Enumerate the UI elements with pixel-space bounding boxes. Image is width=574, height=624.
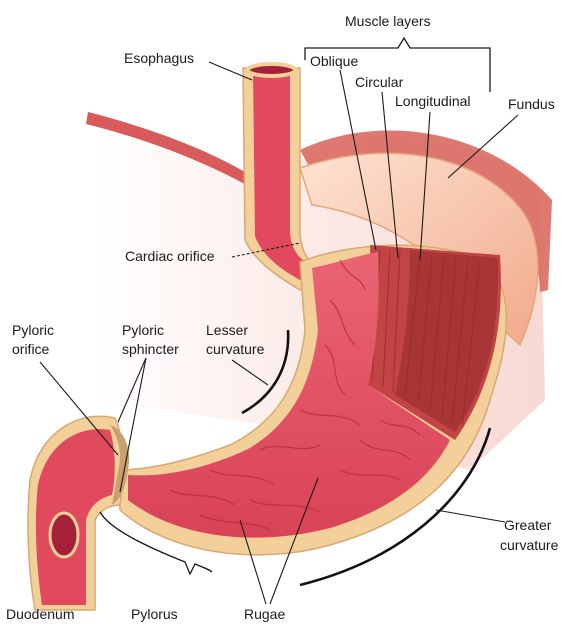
label-lesser-curvature-line1: Lesser	[206, 322, 248, 338]
label-circular: Circular	[355, 74, 404, 90]
label-esophagus: Esophagus	[124, 50, 194, 66]
label-duodenum: Duodenum	[6, 606, 75, 622]
label-muscle-layers: Muscle layers	[345, 13, 431, 29]
greater-curvature-leader	[436, 510, 505, 522]
label-cardiac-orifice: Cardiac orifice	[125, 248, 215, 264]
label-rugae: Rugae	[244, 606, 285, 622]
label-oblique: Oblique	[310, 53, 358, 69]
duodenum-opening	[50, 513, 78, 557]
esophagus-opening	[248, 64, 296, 76]
label-greater-curvature-line2: curvature	[500, 537, 559, 553]
label-pylorus: Pylorus	[131, 606, 178, 622]
label-pyloric-sphincter-line1: Pyloric	[122, 322, 164, 338]
label-fundus: Fundus	[508, 96, 555, 112]
label-pyloric-orifice-line2: orifice	[12, 341, 50, 357]
label-pyloric-sphincter-line2: sphincter	[122, 341, 179, 357]
label-pyloric-orifice-line1: Pyloric	[12, 322, 54, 338]
label-lesser-curvature-line2: curvature	[206, 341, 265, 357]
label-longitudinal: Longitudinal	[395, 93, 471, 109]
label-greater-curvature-line1: Greater	[504, 517, 552, 533]
